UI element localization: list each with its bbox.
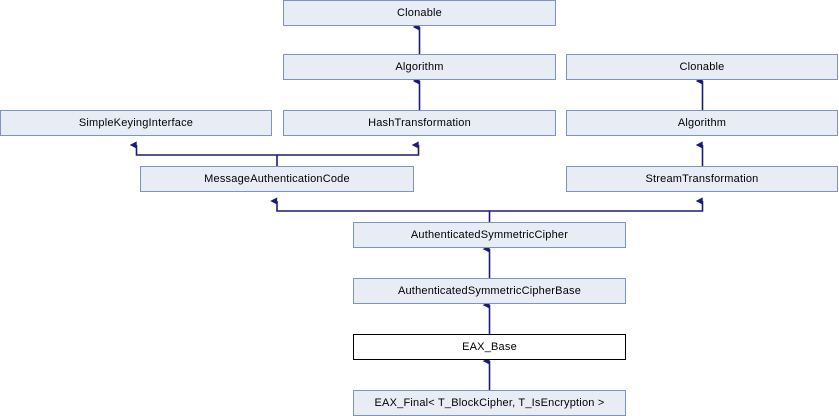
class-node-authenticated-symmetric-cipher[interactable]: AuthenticatedSymmetricCipher [353,222,626,248]
class-node-label: StreamTransformation [645,172,759,185]
class-node-label: Algorithm [395,60,444,73]
class-node-eax-base[interactable]: EAX_Base [353,334,626,360]
class-node-label: EAX_Base [462,340,517,353]
class-node-clonable-top[interactable]: Clonable [283,0,556,26]
class-node-label: SimpleKeyingInterface [78,116,194,129]
class-node-stream-transformation[interactable]: StreamTransformation [566,166,838,192]
class-node-simple-keying-interface[interactable]: SimpleKeyingInterface [0,110,272,136]
class-node-eax-final[interactable]: EAX_Final< T_BlockCipher, T_IsEncryption… [353,390,626,416]
class-node-label: Clonable [679,60,725,73]
class-node-label: Clonable [396,6,443,19]
edge-mac-to-simple-keying [129,141,278,166]
class-node-authenticated-symmetric-cipher-base[interactable]: AuthenticatedSymmetricCipherBase [353,278,626,304]
edge-asc-to-mac [270,197,491,222]
class-node-label: EAX_Final< T_BlockCipher, T_IsEncryption… [374,396,605,409]
class-node-label: HashTransformation [368,116,471,129]
class-node-label: AuthenticatedSymmetricCipher [410,228,569,241]
edge-mac-to-hash-transform [277,141,420,156]
class-node-label: Algorithm [677,116,727,129]
class-node-hash-transformation[interactable]: HashTransformation [283,110,556,136]
class-node-label: AuthenticatedSymmetricCipherBase [397,284,582,297]
class-node-algorithm-right[interactable]: Algorithm [566,110,838,136]
class-node-algorithm-mid[interactable]: Algorithm [283,54,556,80]
class-node-message-authentication-code[interactable]: MessageAuthenticationCode [140,166,414,192]
class-node-label: MessageAuthenticationCode [204,172,350,185]
edge-asc-to-stream-transform [489,197,704,212]
class-node-clonable-right[interactable]: Clonable [566,54,838,80]
